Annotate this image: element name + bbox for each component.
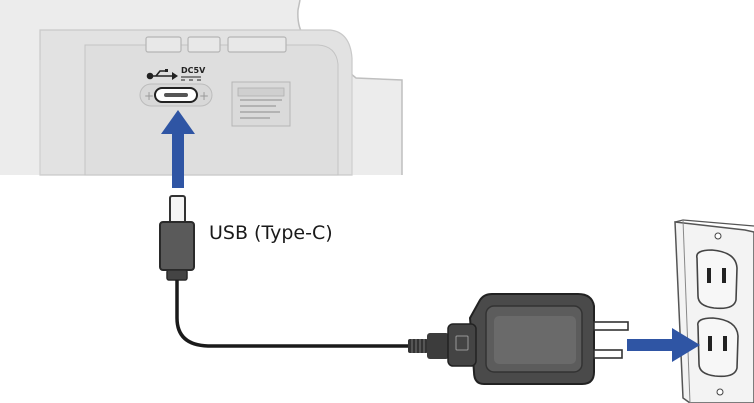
arrow-up-icon: [161, 110, 195, 188]
cable: [175, 280, 410, 348]
cable-strain-relief: [408, 333, 449, 359]
ac-adapter: [447, 293, 629, 385]
device-body: [0, 0, 403, 176]
dc-symbol-icon: [181, 76, 201, 81]
usb-type-c-label: USB (Type-C): [209, 222, 333, 244]
svg-text:+: +: [144, 89, 154, 103]
svg-text:+: +: [199, 89, 209, 103]
arrow-right-icon: [627, 328, 700, 362]
wall-outlet: [674, 219, 754, 403]
usb-c-plug: [159, 195, 195, 281]
usb-c-port: + +: [139, 83, 213, 107]
port-marking-label: DC5V: [181, 66, 206, 75]
label-panel: [231, 81, 291, 127]
usb-trident-icon: [146, 69, 178, 80]
